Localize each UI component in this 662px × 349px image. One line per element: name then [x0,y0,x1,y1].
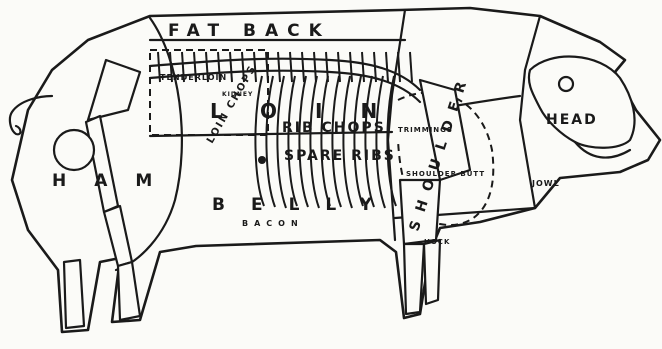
vertebra [410,52,412,82]
rib [288,76,297,206]
rib [354,76,363,206]
label-bacon: BACON [242,219,304,228]
label-head: HEAD [546,112,598,128]
sternum-dot [258,156,266,164]
rib [365,76,374,207]
rib [266,76,275,207]
vertebra [362,52,364,82]
tail [10,96,52,134]
label-spare-ribs: SPARE RIBS [284,148,396,164]
vertebra [398,52,400,82]
rib [255,76,264,206]
label-shoulder-butt: SHOULDER BUTT [406,170,485,178]
rib [332,76,341,207]
rib [277,76,286,208]
vertebra [290,52,292,82]
skull [529,57,635,148]
rib [299,76,308,207]
rib [343,76,352,208]
ribs [255,76,396,208]
label-tenderloin: TENDERLOIN [160,73,227,82]
eye-socket [559,77,573,91]
rib [321,76,330,206]
pelvis [88,60,140,120]
hind-foot [118,262,140,320]
hip-joint [54,130,94,170]
label-ham: HAM [52,171,180,191]
femur [86,116,118,212]
vertebra [230,52,232,82]
label-belly: BELLY [212,195,398,215]
rib [310,76,319,208]
front-foot [404,244,424,314]
vertebra [386,52,388,82]
label-hock: HOCK [424,238,450,246]
front-foot-2 [424,240,440,304]
vertebra [302,52,304,82]
label-rib-chops: RIB CHOPS [282,120,386,136]
label-fat-back: FAT BACK [168,21,331,41]
label-kidney: KIDNEY [222,91,253,98]
tibia [104,206,132,266]
label-jowl: JOWL [531,179,560,188]
vertebra [278,52,280,82]
hind-foot-2 [64,260,84,328]
rib [376,76,385,208]
